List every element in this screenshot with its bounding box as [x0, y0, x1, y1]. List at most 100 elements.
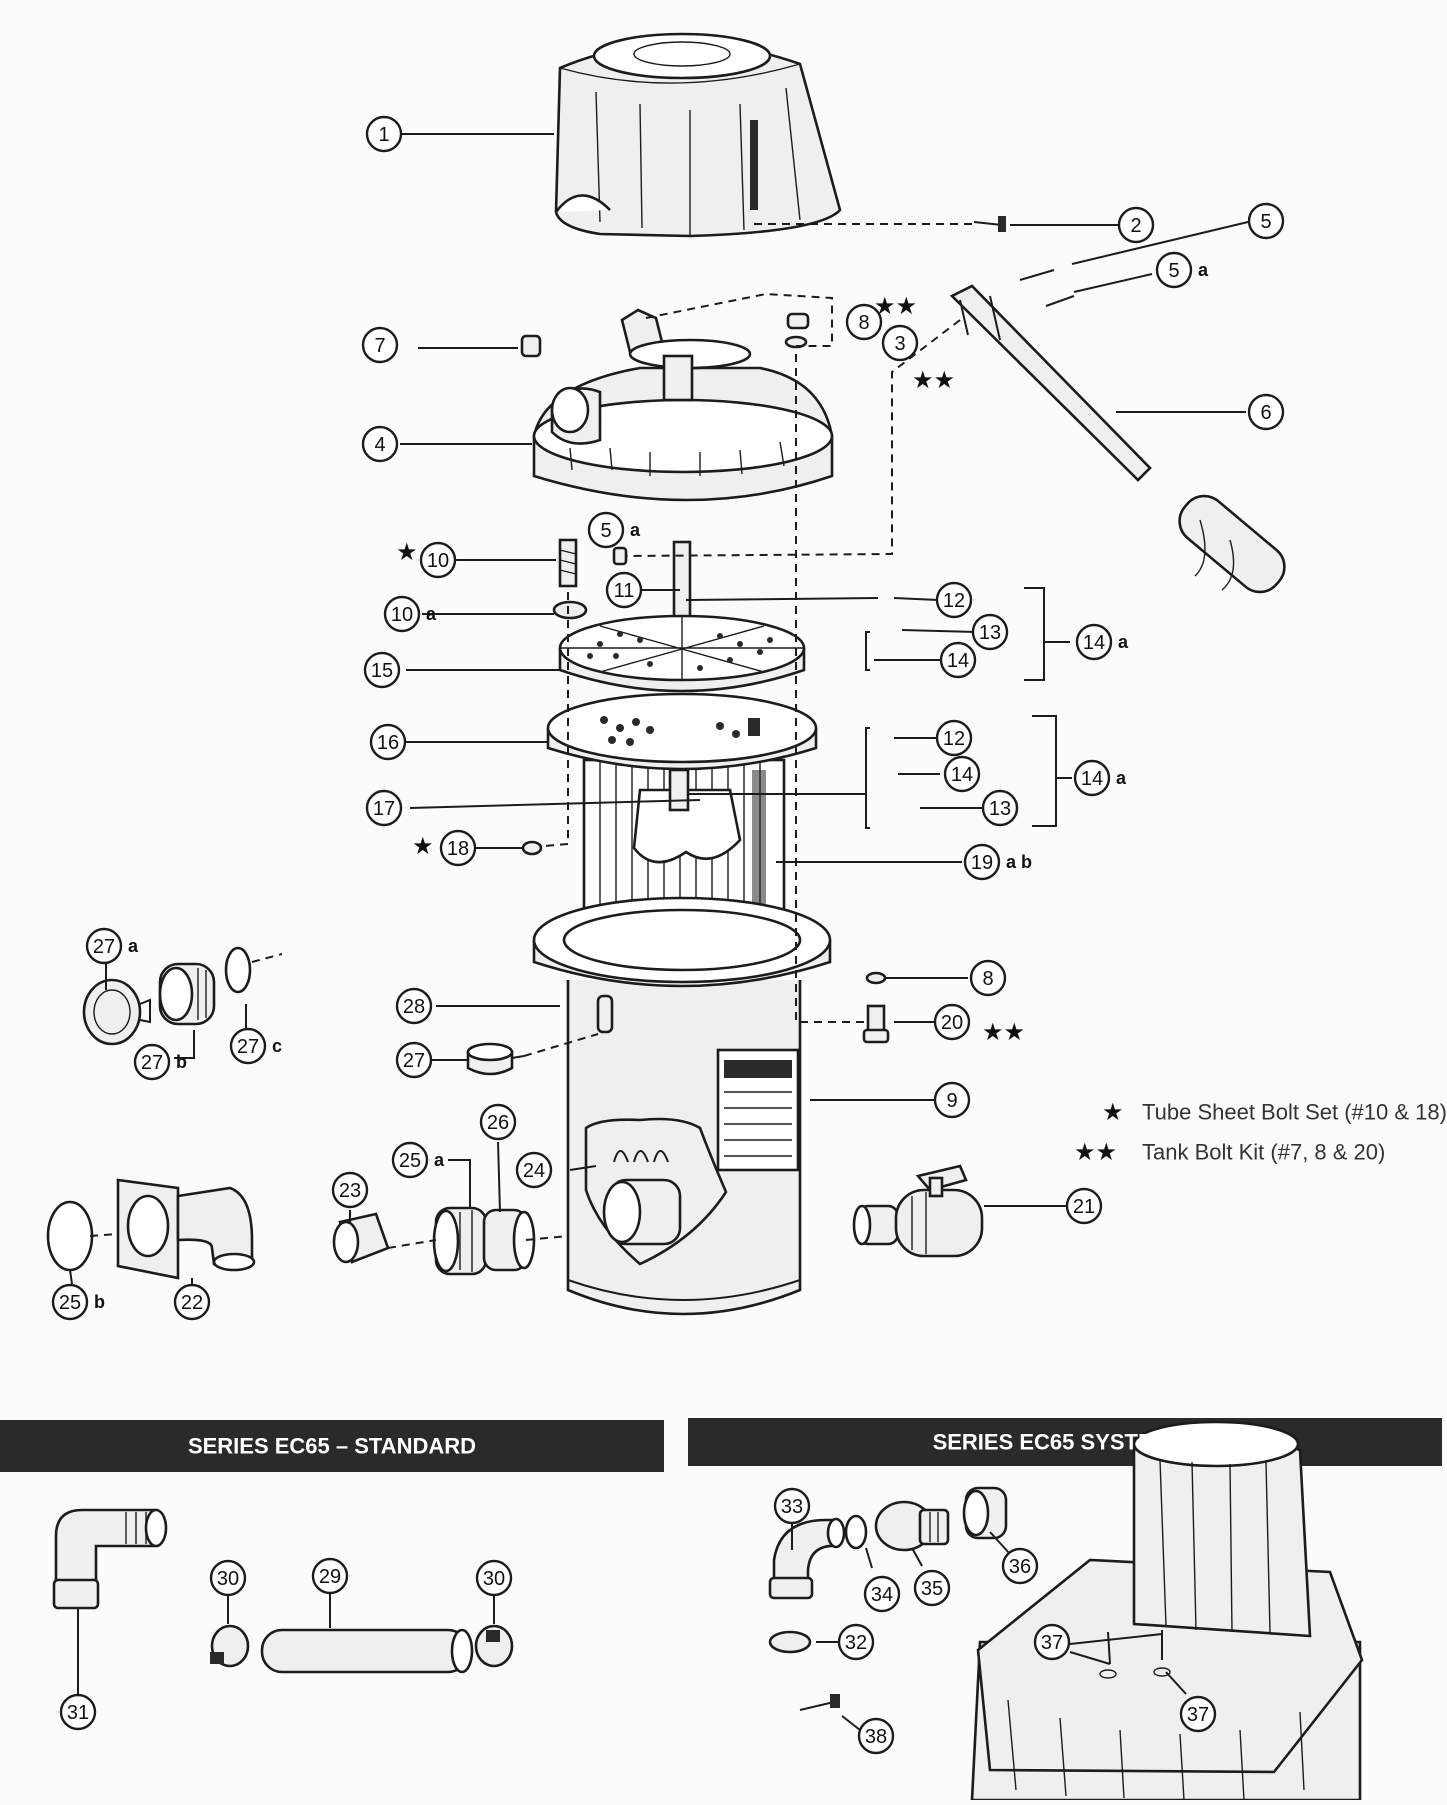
part-oring-27c [224, 946, 252, 994]
callout-circle [605, 571, 643, 609]
part-cap-23 [332, 1212, 390, 1264]
callout-suffix: a [434, 1150, 445, 1170]
callout-6: 6 [1247, 393, 1285, 431]
part-skimmer-elbow-22 [116, 1178, 256, 1280]
callout-number: 8 [982, 968, 993, 990]
callout-suffix: a [128, 936, 139, 956]
callout-34: 34 [863, 1575, 901, 1613]
part-union-nut-36 [962, 1486, 1008, 1540]
part-washer-8-lower [865, 971, 887, 985]
callout-38: 38 [857, 1717, 895, 1755]
callout-number: 16 [377, 732, 399, 754]
callout-number: 10 [391, 604, 413, 626]
callout-circle [331, 1171, 369, 1209]
callout-circle [1247, 202, 1285, 240]
part-base-system3 [970, 1420, 1364, 1802]
callout-number: 24 [523, 1160, 545, 1182]
part-valve [852, 1164, 984, 1258]
callout-circle [311, 1557, 349, 1595]
callout-circle [935, 719, 973, 757]
part-bolt-10 [558, 538, 578, 588]
callout-37: 37 [1179, 1695, 1217, 1733]
callout-circle [475, 1559, 513, 1597]
callout-circle [1075, 623, 1113, 661]
callout-circle [1073, 759, 1111, 797]
banner-system-label: SERIES EC65 SYSTEM III [933, 1430, 1196, 1455]
callout-number: 14 [1083, 632, 1105, 654]
star-mark: ★★ [912, 366, 955, 394]
callout-circle [933, 1003, 971, 1041]
part-cover [554, 32, 842, 238]
guide-tube-sheet-bolt [543, 592, 569, 847]
star-mark: ★ [396, 538, 418, 566]
callout-number: 7 [374, 335, 385, 357]
callout-number: 19 [971, 852, 993, 874]
callout-10: 10 [419, 541, 457, 579]
legend-stars: ★ [1102, 1098, 1124, 1126]
callout-number: 27 [141, 1052, 163, 1074]
leader-lines [69, 133, 1249, 1731]
callout-number: 31 [67, 1702, 89, 1724]
callout-circle [479, 1103, 517, 1141]
callout-2: 2 [1117, 206, 1155, 244]
callout-circle [773, 1487, 811, 1525]
callout-10-a: 10 a [383, 595, 437, 633]
callout-number: 35 [921, 1578, 943, 1600]
callout-number: 38 [865, 1726, 887, 1748]
callout-24: 24 [515, 1151, 553, 1189]
callout-circle [881, 324, 919, 362]
legend-text: Tank Bolt Kit (#7, 8 & 20) [1142, 1140, 1385, 1165]
callout-7: 7 [361, 326, 399, 364]
callout-3: 3 [881, 324, 919, 362]
part-union-27b [158, 962, 216, 1026]
part-hose-29 [260, 1628, 474, 1674]
callout-number: 34 [871, 1584, 893, 1606]
callout-number: 23 [339, 1180, 361, 1202]
guide-drain [387, 1235, 569, 1249]
callout-circle [1065, 1187, 1103, 1225]
callout-number: 37 [1041, 1632, 1063, 1654]
callout-suffix: b [176, 1052, 187, 1072]
part-top-plate [558, 614, 806, 693]
callout-circle [361, 326, 399, 364]
callout-29: 29 [311, 1557, 349, 1595]
callout-suffix: c [272, 1036, 282, 1056]
callout-circle [229, 1027, 267, 1065]
callout-circle [59, 1693, 97, 1731]
callout-circle [863, 1575, 901, 1613]
part-tank [532, 896, 832, 1316]
callout-number: 25 [59, 1292, 81, 1314]
callout-circle [363, 651, 401, 689]
callout-circle [1033, 1623, 1071, 1661]
callout-12: 12 [935, 719, 973, 757]
callout-circle [939, 641, 977, 679]
part-handle [949, 284, 1286, 594]
legend-stars: ★★ [1074, 1138, 1117, 1166]
callout-circle [391, 1141, 429, 1179]
callout-31: 31 [59, 1693, 97, 1731]
callout-number: 10 [427, 550, 449, 572]
banner-system-bg [688, 1418, 1442, 1466]
callout-number: 17 [373, 798, 395, 820]
banner-standard-bg [0, 1420, 664, 1472]
callout-14: 14 [943, 755, 981, 793]
banner-standard-label: SERIES EC65 – STANDARD [188, 1434, 476, 1459]
callout-number: 8 [858, 312, 869, 334]
callout-suffix: a [426, 604, 437, 624]
callout-20: 20 [933, 1003, 971, 1041]
callout-circle [1179, 1695, 1217, 1733]
callout-37: 37 [1033, 1623, 1071, 1661]
callout-circle [133, 1043, 171, 1081]
callout-suffix: a [1198, 260, 1209, 280]
callout-circle [173, 1283, 211, 1321]
callout-number: 1 [378, 124, 389, 146]
part-nut-18 [521, 840, 543, 856]
part-pins [1019, 269, 1075, 307]
legend-text: Tube Sheet Bolt Set (#10 & 18) [1142, 1100, 1447, 1125]
callout-number: 36 [1009, 1556, 1031, 1578]
callout-circle [837, 1623, 875, 1661]
part-oring-25b [46, 1200, 94, 1272]
callout-circle [943, 755, 981, 793]
callout-13: 13 [971, 613, 1009, 651]
